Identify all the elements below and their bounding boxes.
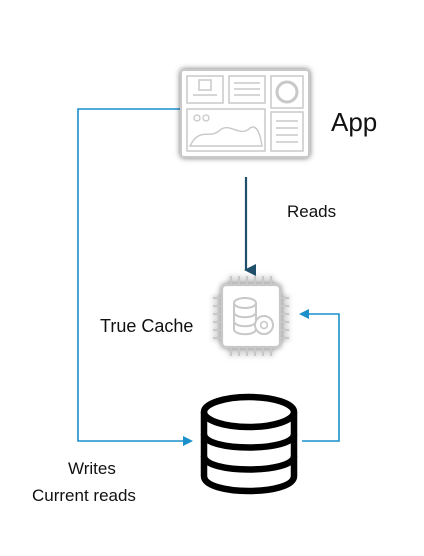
true-cache-label: True Cache [100,316,194,336]
database-icon [200,393,298,495]
server-chip-icon [213,276,289,356]
reads-label: Reads [287,202,337,221]
writes-label: Writes [68,459,116,478]
dashboard-icon [180,69,310,158]
cache-sync-flow-line [299,309,340,442]
writes-flow-line [77,108,193,446]
current-reads-label: Current reads [32,486,136,505]
app-label: App [331,107,378,137]
